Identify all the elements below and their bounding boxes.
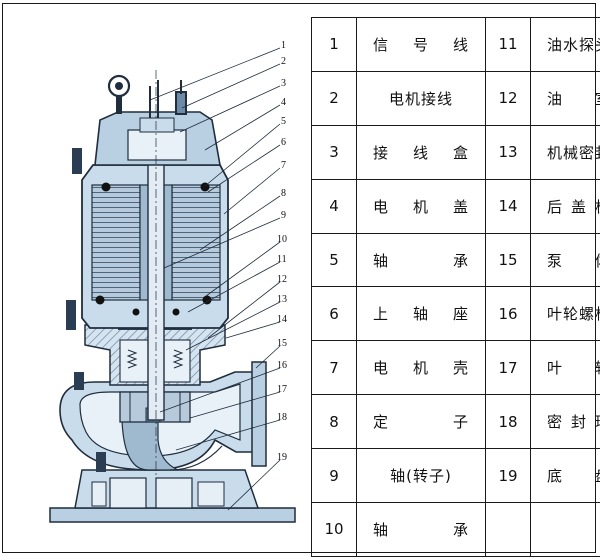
pump-cross-section-diagram: 1 2 3 4 5 6 7 8 9 10 11 12 13 14 15 16 1… [0,0,312,556]
part-name: 接线盒 [357,125,486,179]
callout-6: 6 [281,137,286,148]
parts-row: 4电机盖14后盖板 [312,179,600,233]
callout-8: 8 [281,188,286,199]
callout-13: 13 [277,294,287,305]
part-name: 信号线 [357,18,486,72]
part-number: 1 [312,18,357,72]
motor-cover [95,112,220,165]
parts-row: 2电机接线12油室 [312,71,600,125]
part-number: 5 [312,233,357,287]
callout-17: 17 [277,384,287,395]
part-number: 16 [486,287,531,341]
callout-18: 18 [277,412,287,423]
part-name: 油室 [531,71,600,125]
callout-3: 3 [281,78,286,89]
parts-row: 3接线盒13机械密封 [312,125,600,179]
part-name: 电机壳 [357,341,486,395]
part-number: 8 [312,395,357,449]
callout-19: 19 [277,452,287,463]
callout-7: 7 [281,160,286,171]
callout-4: 4 [281,97,286,108]
part-number: 6 [312,287,357,341]
parts-list-table: 1信号线11油水探头2电机接线12油室3接线盒13机械密封4电机盖14后盖板5轴… [311,17,600,557]
part-name: 泵体 [531,233,600,287]
callout-10: 10 [277,234,287,245]
callout-11: 11 [277,254,287,265]
part-name: 机械密封 [531,125,600,179]
parts-row: 7电机壳17叶轮 [312,341,600,395]
part-name: 电机盖 [357,179,486,233]
parts-row: 6上轴座16叶轮螺栓 [312,287,600,341]
part-name: 轴承 [357,233,486,287]
parts-row: 1信号线11油水探头 [312,18,600,72]
empty-cell [486,503,531,557]
part-number: 19 [486,449,531,503]
callout-16: 16 [277,360,287,371]
part-number: 10 [312,503,357,557]
callout-2: 2 [281,56,286,67]
part-number: 18 [486,395,531,449]
part-name: 底盘 [531,449,600,503]
part-name: 后盖板 [531,179,600,233]
empty-cell [531,503,600,557]
callout-9: 9 [281,210,286,221]
part-name: 油水探头 [531,18,600,72]
part-name: 定子 [357,395,486,449]
part-name: 叶轮 [531,341,600,395]
parts-row: 5轴承15泵体 [312,233,600,287]
parts-row: 9轴(转子)19底盘 [312,449,600,503]
part-number: 17 [486,341,531,395]
part-name: 密封环 [531,395,600,449]
part-number: 2 [312,71,357,125]
part-number: 14 [486,179,531,233]
callout-12: 12 [277,274,287,285]
callout-15: 15 [277,338,287,349]
base-plate [50,470,295,522]
callout-numbers: 1 2 3 4 5 6 7 8 9 10 11 12 13 14 15 16 1… [277,40,287,463]
part-name: 上轴座 [357,287,486,341]
callout-5: 5 [281,116,286,127]
part-number: 11 [486,18,531,72]
part-number: 7 [312,341,357,395]
part-name: 轴承 [357,503,486,557]
part-number: 4 [312,179,357,233]
callout-14: 14 [277,314,287,325]
part-name: 电机接线 [357,71,486,125]
part-number: 3 [312,125,357,179]
part-number: 15 [486,233,531,287]
lifting-eye [109,76,129,114]
part-name: 叶轮螺栓 [531,287,600,341]
part-number: 12 [486,71,531,125]
part-name: 轴(转子) [357,449,486,503]
callout-1: 1 [281,40,286,51]
part-number: 9 [312,449,357,503]
part-number: 13 [486,125,531,179]
parts-row: 8定子18密封环 [312,395,600,449]
